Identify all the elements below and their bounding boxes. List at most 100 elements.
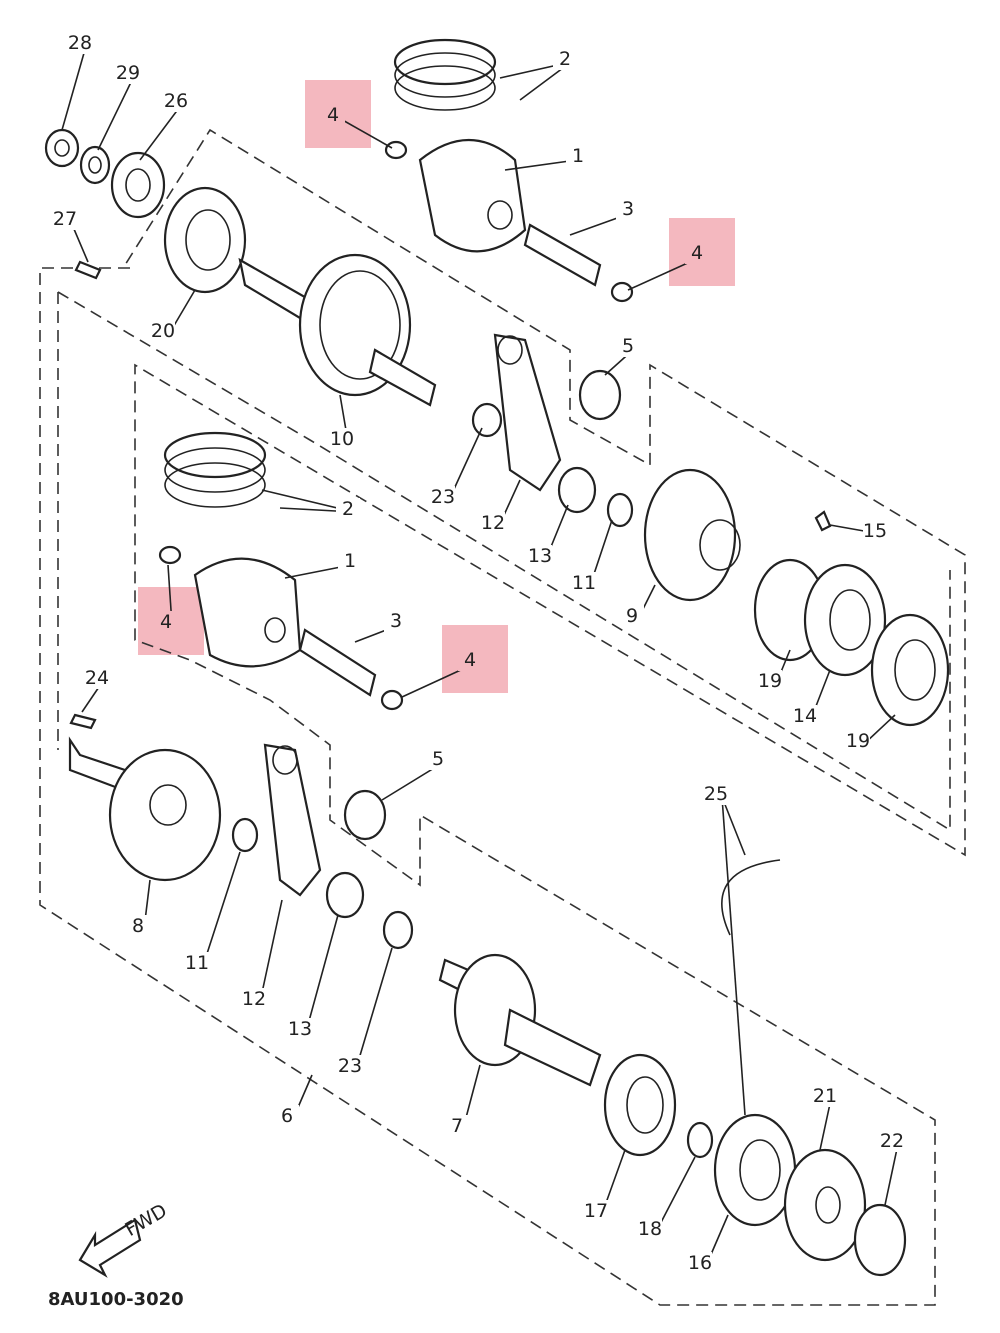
leader-line	[202, 851, 241, 967]
callout-label-bg	[426, 748, 450, 770]
leader-line	[721, 796, 746, 856]
callout-label-bg	[445, 1115, 469, 1137]
callout-label: 11	[185, 952, 209, 974]
callout-label-bg	[126, 915, 150, 937]
callout-label: 21	[813, 1085, 837, 1107]
callout-label-bg	[813, 1085, 837, 1107]
callout-label: 26	[164, 90, 188, 112]
fwd-label: FWD	[121, 1200, 170, 1241]
callout-label: 15	[863, 520, 887, 542]
callout-label-bg	[846, 730, 870, 752]
callout-label-bg	[330, 428, 354, 450]
leader-line	[819, 1098, 832, 1151]
callout-label: 25	[704, 783, 728, 805]
callout-label: 7	[451, 1115, 463, 1137]
callout-label-bg	[384, 610, 408, 632]
leader-line	[338, 117, 393, 149]
callout-label: 4	[160, 611, 172, 633]
callout-label: 2	[342, 498, 354, 520]
callout-label: 14	[793, 705, 817, 727]
callout-label: 28	[68, 32, 92, 54]
leader-line	[61, 45, 87, 131]
callout-label-bg	[275, 1105, 299, 1127]
leader-line	[139, 103, 183, 161]
callout-label-bg	[758, 670, 782, 692]
callout-label-bg	[338, 550, 362, 572]
callout-label: 4	[691, 242, 703, 264]
callout-label-bg	[616, 335, 640, 357]
callout-label: 16	[688, 1252, 712, 1274]
callout-label: 13	[528, 545, 552, 567]
callout-label: 24	[85, 667, 109, 689]
callout-label: 29	[116, 62, 140, 84]
callout-label-bg	[164, 90, 188, 112]
callout-label-bg	[185, 952, 209, 974]
assembly-boundaries	[39, 128, 966, 1306]
callout-label: 18	[638, 1218, 662, 1240]
callout-label-bg	[572, 572, 596, 594]
callout-label-bg	[458, 649, 482, 671]
callout-label-bg	[336, 498, 360, 520]
callout-label-bg	[688, 1252, 712, 1274]
callout-label: 23	[338, 1055, 362, 1077]
callout-label: 9	[626, 605, 638, 627]
callout-label: 5	[622, 335, 634, 357]
callout-label: 3	[622, 198, 634, 220]
callout-label-bg	[704, 783, 728, 805]
callout-label: 4	[464, 649, 476, 671]
callout-label: 10	[330, 428, 354, 450]
callout-label: 19	[846, 730, 870, 752]
leader-line	[884, 1143, 899, 1206]
callout-label-bg	[242, 988, 266, 1010]
callout-label-bg	[685, 242, 709, 264]
callout-label: 4	[327, 104, 339, 126]
callout-label: 2	[559, 48, 571, 70]
callout-label: 11	[572, 572, 596, 594]
callout-label-bg	[68, 32, 92, 54]
callout-label-bg	[85, 667, 109, 689]
callout-label: 12	[481, 512, 505, 534]
callout-label: 8	[132, 915, 144, 937]
callout-label-bg	[620, 605, 644, 627]
callout-label-bg	[53, 208, 77, 230]
diagram-code: 8AU100-3020	[48, 1289, 184, 1310]
parts	[44, 38, 950, 1278]
callout-label: 13	[288, 1018, 312, 1040]
callout-label-bg	[154, 611, 178, 633]
leader-line	[305, 914, 339, 1033]
callout-label-bg	[638, 1218, 662, 1240]
callout-label-bg	[151, 320, 175, 342]
callout-label: 5	[432, 748, 444, 770]
callout-label: 17	[584, 1200, 608, 1222]
callout-label: 1	[344, 550, 356, 572]
callout-label-bg	[880, 1130, 904, 1152]
callout-label: 12	[242, 988, 266, 1010]
callout-label-bg	[616, 198, 640, 220]
callout-label: 6	[281, 1105, 293, 1127]
callout-label: 22	[880, 1130, 904, 1152]
callout-label-bg	[553, 48, 577, 70]
callout-label-bg	[431, 486, 455, 508]
leader-line	[655, 1156, 696, 1233]
callout-label: 20	[151, 320, 175, 342]
callout-label-bg	[584, 1200, 608, 1222]
callout-label: 27	[53, 208, 77, 230]
callout-label-bg	[863, 520, 887, 542]
callout-label-bg	[793, 705, 817, 727]
callout-label-bg	[528, 545, 552, 567]
callout-label-bg	[116, 62, 140, 84]
leader-line	[259, 899, 283, 1003]
callout-label-bg	[338, 1055, 362, 1077]
callout-label-bg	[288, 1018, 312, 1040]
callout-label-bg	[481, 512, 505, 534]
callout-label: 19	[758, 670, 782, 692]
leader-line	[721, 796, 746, 1116]
leader-line	[97, 75, 135, 151]
callout-label-bg	[566, 145, 590, 167]
callout-label: 3	[390, 610, 402, 632]
callout-label: 23	[431, 486, 455, 508]
leader-line	[355, 947, 393, 1070]
